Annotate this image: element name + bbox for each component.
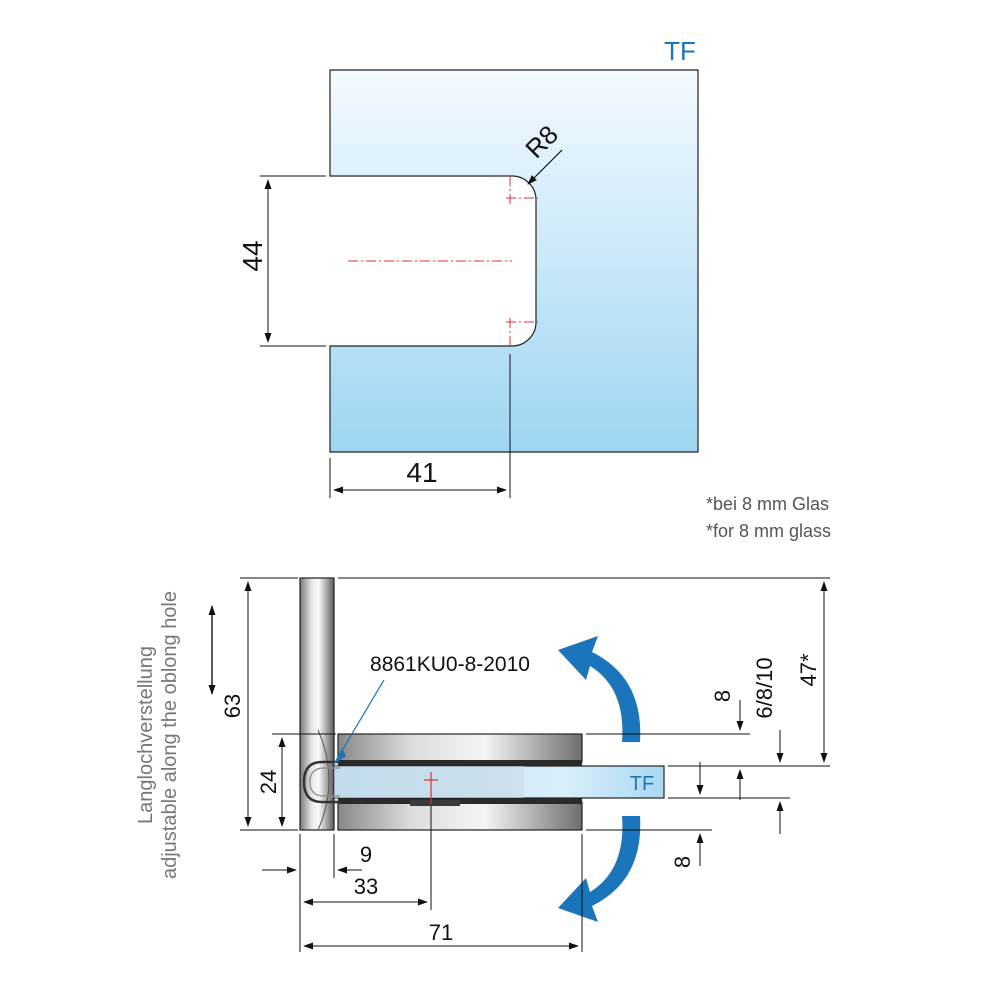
adjust-label-en: adjustable along the oblong hole (159, 591, 181, 879)
rotate-arrow-up (558, 636, 641, 742)
dim-8-bottom-label: 8 (670, 856, 695, 868)
dim-71-label: 71 (429, 920, 453, 945)
clamp-top-gasket (338, 760, 582, 766)
side-glass-label: TF (630, 773, 654, 795)
top-view: TF R8 44 41 (237, 36, 699, 498)
dim-41-label: 41 (406, 457, 437, 488)
dim-9-label: 9 (360, 842, 372, 867)
dim-44-label: 44 (237, 240, 268, 271)
u-profile-seal (302, 760, 340, 804)
dim-47-label: 47* (796, 653, 821, 686)
center-lines (348, 176, 538, 346)
plate-curve (317, 729, 330, 831)
dim-41 (329, 354, 511, 498)
dim-44 (260, 175, 326, 347)
screw-center-mark (424, 772, 438, 804)
glass-edge-seal (334, 766, 524, 798)
dim-glass-thickness-label: 6/8/10 (752, 657, 777, 718)
u-profile-inner (309, 767, 340, 797)
side-view: Langlochverstellung adjustable along the… (135, 577, 830, 952)
dim-24 (272, 733, 336, 827)
screw-insert (410, 800, 460, 806)
part-number: 8861KU0-8-2010 (370, 653, 530, 676)
dim-33-label: 33 (354, 874, 378, 899)
dim-63 (240, 577, 298, 831)
part-number-arrowhead (334, 748, 346, 764)
adjust-label-de: Langlochverstellung (135, 646, 157, 824)
dims-right (338, 577, 830, 866)
rotate-arrow-down (558, 816, 641, 922)
note-en: *for 8 mm glass (706, 521, 831, 541)
dim-8-top-label: 8 (710, 690, 735, 702)
clamp-top-jaw (337, 733, 583, 763)
clamp-bottom-jaw (337, 801, 583, 831)
note-de: *bei 8 mm Glas (706, 494, 829, 514)
dim-24-label: 24 (256, 770, 281, 794)
dim-63-label: 63 (220, 694, 245, 718)
glass-notes: *bei 8 mm Glas *for 8 mm glass (706, 494, 831, 541)
dims-horizontal (262, 806, 583, 952)
top-glass-label: TF (664, 36, 696, 66)
glass-panel-top-view (329, 69, 699, 453)
radius-leader (527, 149, 563, 185)
